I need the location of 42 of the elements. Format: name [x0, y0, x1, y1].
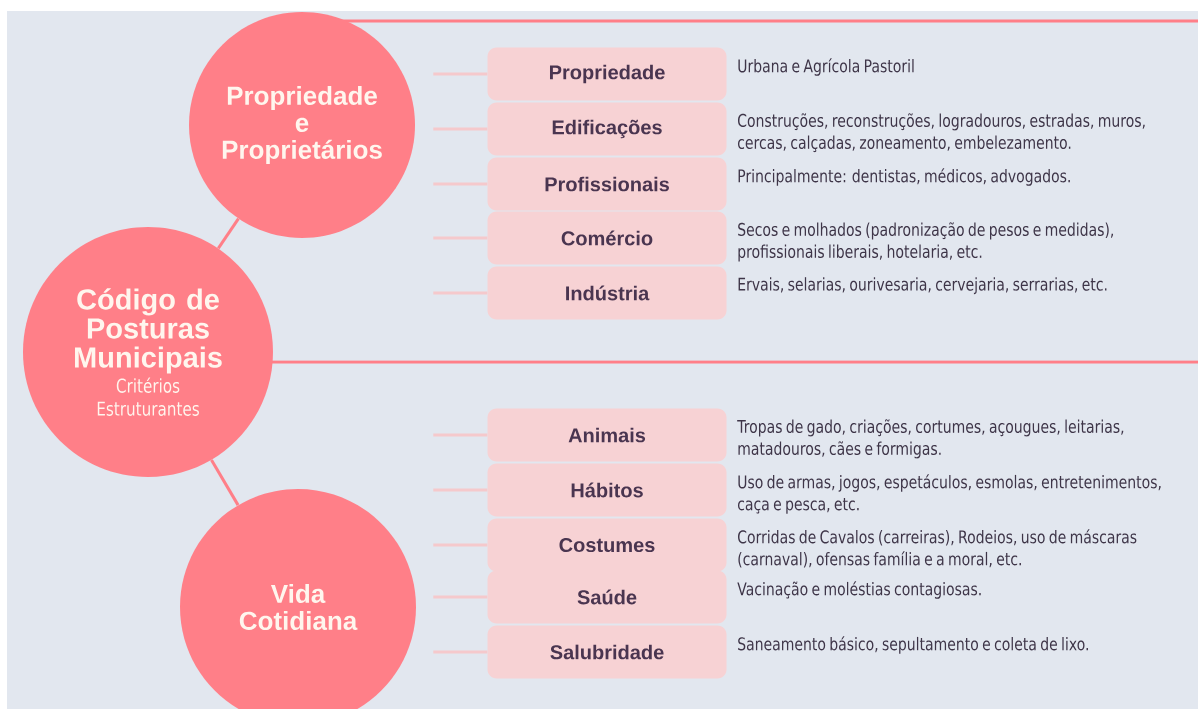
node-label: Propriedade [549, 64, 665, 84]
connector-line [217, 217, 240, 250]
description-text: Tropas de gado, criações, cortumes, açougues, leitarias, matadouros, cães e formigas. [737, 419, 1124, 459]
node-label: Animais [568, 427, 646, 443]
description-text: Saneamento básico, sepultamento e coleta de lixo. [738, 636, 1088, 654]
stub-line [433, 595, 488, 599]
category-box: Indústria [487, 266, 727, 320]
node-label: Profissionais [545, 176, 669, 192]
description-text: Uso de armas, jogos, espetáculos, esmolas, entretenimentos, caça e pesca, etc. [738, 474, 1161, 514]
category-box: Edificações [487, 102, 727, 156]
category-box: Salubridade [487, 625, 727, 679]
description-text: Urbana e Agrícola Pastoril [738, 58, 914, 76]
node-label: Salubridade [550, 644, 664, 660]
stub-line [433, 543, 488, 547]
stub-line [433, 127, 488, 131]
stub-line [433, 433, 488, 437]
stub-line [433, 488, 488, 492]
node-label: Costumes [559, 537, 655, 553]
description-text: Vacinação e moléstias contagiosas. [737, 581, 981, 599]
category-box: Costumes [487, 518, 727, 572]
stub-line [433, 182, 488, 186]
node-label: Saúde [577, 589, 637, 605]
connector-line [210, 459, 240, 506]
description-text: Principalmente: dentistas, médicos, advogados. [738, 168, 1070, 186]
category-box: Animais [487, 408, 727, 462]
node-label: Indústria [566, 285, 650, 301]
category-box: Profissionais [487, 157, 727, 211]
node-label: Edificações [552, 119, 662, 139]
stub-line [433, 236, 488, 240]
stub-line [433, 650, 488, 654]
description-text: Corridas de Cavalos (carreiras), Rodeios, uso de máscaras (carnaval), ofensas família e a moral, etc. [738, 529, 1137, 568]
category-box: Hábitos [487, 463, 727, 517]
stub-line [433, 291, 488, 295]
category-box: Propriedade [487, 47, 727, 101]
description-text: Secos e molhados (padronização de pesos e medidas), profissionais liberais, hotelaria, etc. [738, 222, 1113, 262]
node-label: Hábitos [571, 482, 643, 498]
category-box: Saúde [487, 570, 727, 624]
category-box: Comércio [487, 211, 727, 265]
description-text: Ervais, selarias, ourivesaria, cervejaria, serrarias, etc. [738, 277, 1107, 295]
node-label: Comércio [561, 230, 653, 246]
description-text: Construções, reconstruções, logradouros, estradas, muros, cercas, calçadas, zoneamento, embelezamento. [738, 113, 1145, 153]
stub-line [433, 72, 488, 76]
